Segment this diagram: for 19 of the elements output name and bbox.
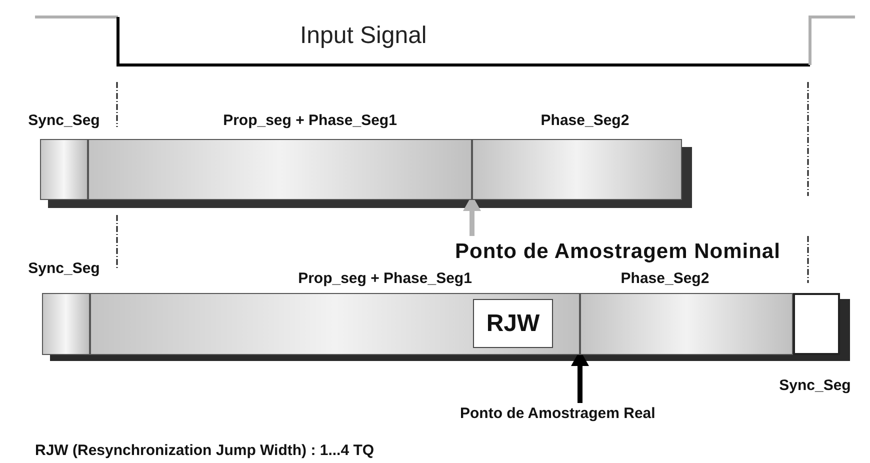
segment-label: Prop_seg + Phase_Seg1	[222, 111, 398, 131]
segment-box	[40, 139, 88, 200]
segment-label: Phase_Seg2	[620, 269, 710, 289]
rjw-box: RJW	[473, 299, 553, 348]
segment-box	[90, 293, 580, 355]
segment-box	[793, 293, 840, 355]
segment-box	[42, 293, 90, 355]
segment-box	[472, 139, 682, 200]
caption-text: RJW (Resynchronization Jump Width) : 1...4 TQ	[35, 441, 374, 461]
segment-box	[580, 293, 793, 355]
annotation-text: Ponto de Amostragem Real	[460, 403, 770, 425]
segment-box	[88, 139, 472, 200]
segment-label: Phase_Seg2	[540, 111, 630, 131]
signal-label: Input Signal	[300, 21, 427, 51]
annotation-text: Ponto de Amostragem Nominal	[455, 236, 855, 264]
segment-label: Sync_Seg	[27, 111, 101, 131]
segment-label: Sync_Seg	[27, 259, 101, 279]
segment-label: Sync_Seg	[778, 376, 852, 396]
segment-label: Prop_seg + Phase_Seg1	[297, 269, 473, 289]
